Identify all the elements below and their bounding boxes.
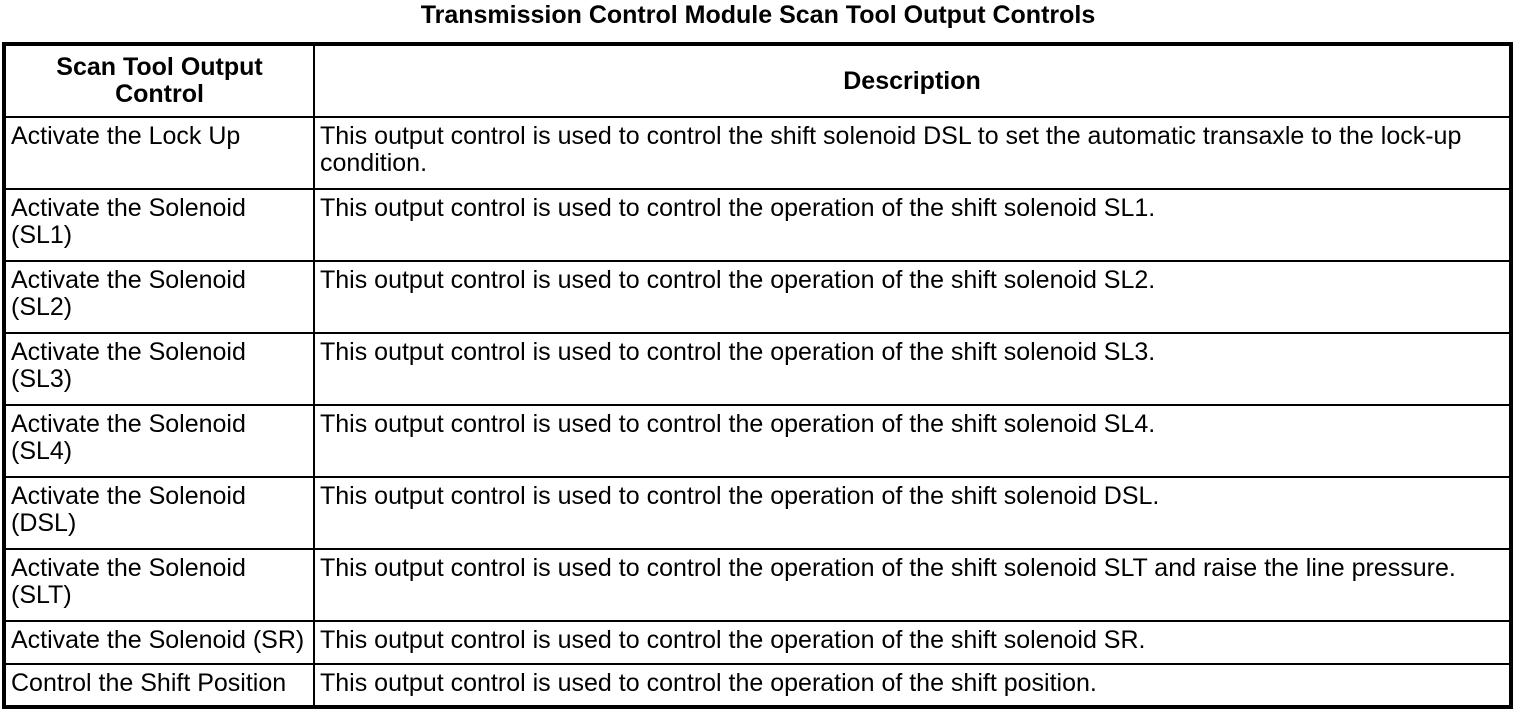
control-cell: Control the Shift Position [3, 663, 315, 708]
table-row: Activate the Solenoid (SL2)This output c… [3, 260, 1512, 334]
description-cell: This output control is used to control t… [313, 663, 1512, 708]
table-header-row: Scan Tool Output Control Description [3, 43, 1512, 118]
table-row: Activate the Solenoid (SR)This output co… [3, 620, 1512, 665]
control-cell: Activate the Solenoid (SL1) [3, 188, 315, 262]
description-cell: This output control is used to control t… [313, 548, 1512, 622]
description-cell: This output control is used to control t… [313, 404, 1512, 478]
control-cell: Activate the Solenoid (SL4) [3, 404, 315, 478]
description-cell: This output control is used to control t… [313, 260, 1512, 334]
description-cell: This output control is used to control t… [313, 476, 1512, 550]
description-cell: This output control is used to control t… [313, 116, 1512, 190]
table-row: Activate the Solenoid (SL3)This output c… [3, 332, 1512, 406]
column-header-description: Description [313, 43, 1512, 118]
table-row: Activate the Solenoid (SLT)This output c… [3, 548, 1512, 622]
table-row: Activate the Solenoid (SL1)This output c… [3, 188, 1512, 262]
control-cell: Activate the Solenoid (SL2) [3, 260, 315, 334]
description-cell: This output control is used to control t… [313, 620, 1512, 665]
control-cell: Activate the Solenoid (SLT) [3, 548, 315, 622]
table-row: Activate the Solenoid (DSL)This output c… [3, 476, 1512, 550]
control-cell: Activate the Solenoid (SR) [3, 620, 315, 665]
page-title: Transmission Control Module Scan Tool Ou… [420, 1, 1096, 29]
description-cell: This output control is used to control t… [313, 332, 1512, 406]
scan-tool-output-controls-table: Scan Tool Output Control Description Act… [2, 42, 1513, 709]
control-cell: Activate the Solenoid (DSL) [3, 476, 315, 550]
control-cell: Activate the Lock Up [3, 116, 315, 190]
control-cell: Activate the Solenoid (SL3) [3, 332, 315, 406]
column-header-control: Scan Tool Output Control [3, 43, 315, 118]
table-row: Activate the Solenoid (SL4)This output c… [3, 404, 1512, 478]
description-cell: This output control is used to control t… [313, 188, 1512, 262]
